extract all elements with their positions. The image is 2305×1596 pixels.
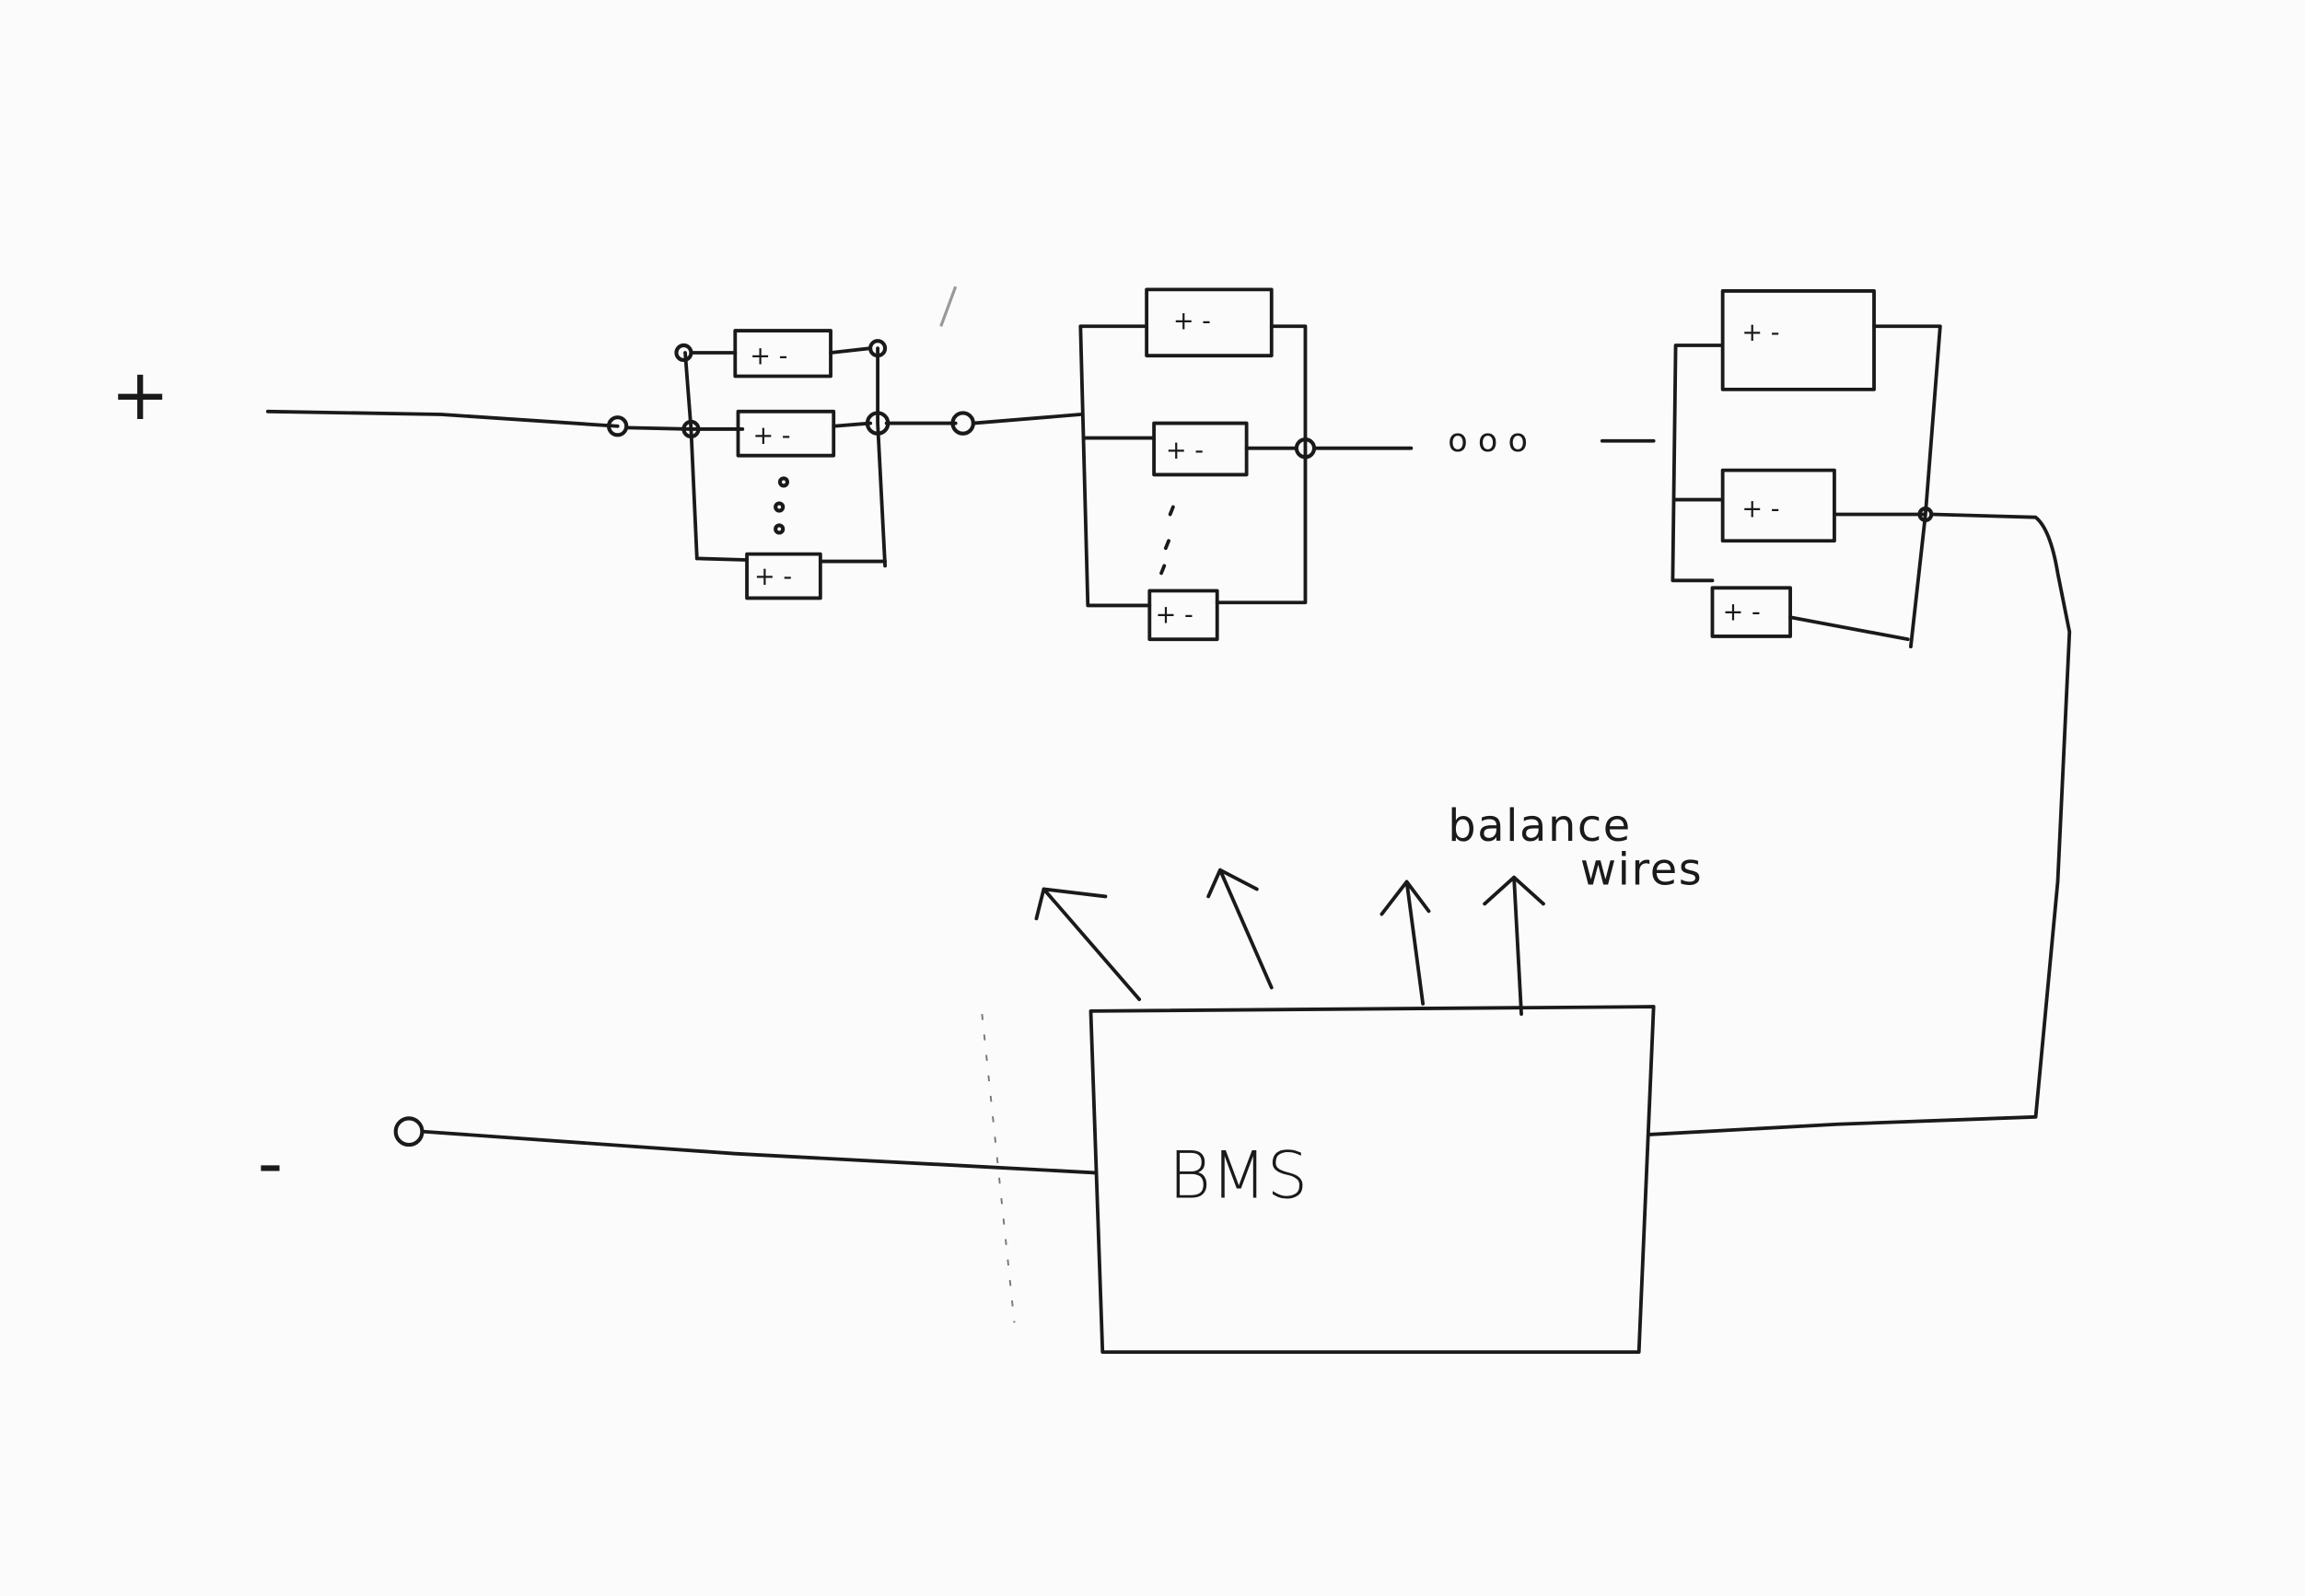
series-continuation: o o o [1448, 422, 1528, 460]
balance-wire-arrow [1380, 880, 1431, 1006]
cell-polarity: + - [1173, 307, 1211, 335]
ellipsis-dot [774, 501, 786, 513]
ellipsis-dot [777, 476, 790, 488]
balance-wire-arrow [1034, 887, 1142, 1002]
cell-wires [689, 346, 887, 564]
positive-lead-wire [265, 409, 620, 428]
stray-pencil-mark [939, 285, 958, 327]
parallel-group-2: + - + - + - [1078, 287, 1317, 642]
wire [624, 425, 693, 431]
parallel-group-3: + - + - + - [1671, 289, 1942, 649]
cell-polarity: + - [1741, 319, 1779, 347]
positive-terminal-label: + [111, 355, 169, 437]
balance-wires: balance wires [1034, 801, 1703, 1016]
cell-polarity: + - [750, 343, 787, 371]
cell-polarity: + - [1166, 437, 1204, 465]
battery-cell [1145, 287, 1274, 358]
negative-lead-wire [422, 1129, 1098, 1175]
battery-cell [736, 409, 836, 458]
ellipsis-dashes [1159, 505, 1175, 576]
ellipsis-dot [774, 523, 786, 535]
bms-outline [1088, 1005, 1656, 1355]
balance-wires-label-line2: wires [1580, 845, 1703, 896]
balance-wire-arrow [1483, 875, 1545, 1016]
bms-box: BMS [1088, 1005, 1656, 1355]
wire [971, 413, 1083, 425]
battery-cell [1152, 421, 1249, 477]
negative-terminal-label: - [258, 1123, 284, 1205]
parallel-group-1: + - + - + - [674, 329, 891, 600]
cell-polarity: + - [1741, 495, 1779, 524]
battery-cell [1720, 289, 1876, 391]
battery-cell [1710, 586, 1792, 638]
negative-terminal-node [393, 1116, 425, 1147]
bms-label: BMS [1169, 1138, 1308, 1214]
cell-polarity: + - [1723, 598, 1761, 626]
group-rails [1078, 324, 1308, 608]
balance-wires-label-line1: balance [1448, 801, 1632, 852]
pack-negative-wire [1647, 512, 2072, 1136]
cell-polarity: + - [754, 563, 792, 591]
battery-cell [745, 552, 822, 600]
group-rails [1671, 324, 1942, 649]
balance-wire-arrow [1206, 868, 1274, 990]
cell-polarity: + - [752, 422, 790, 450]
battery-cell [1720, 468, 1836, 543]
battery-cell [733, 329, 832, 379]
battery-cell [1147, 588, 1219, 642]
cell-polarity: + - [1156, 601, 1193, 630]
